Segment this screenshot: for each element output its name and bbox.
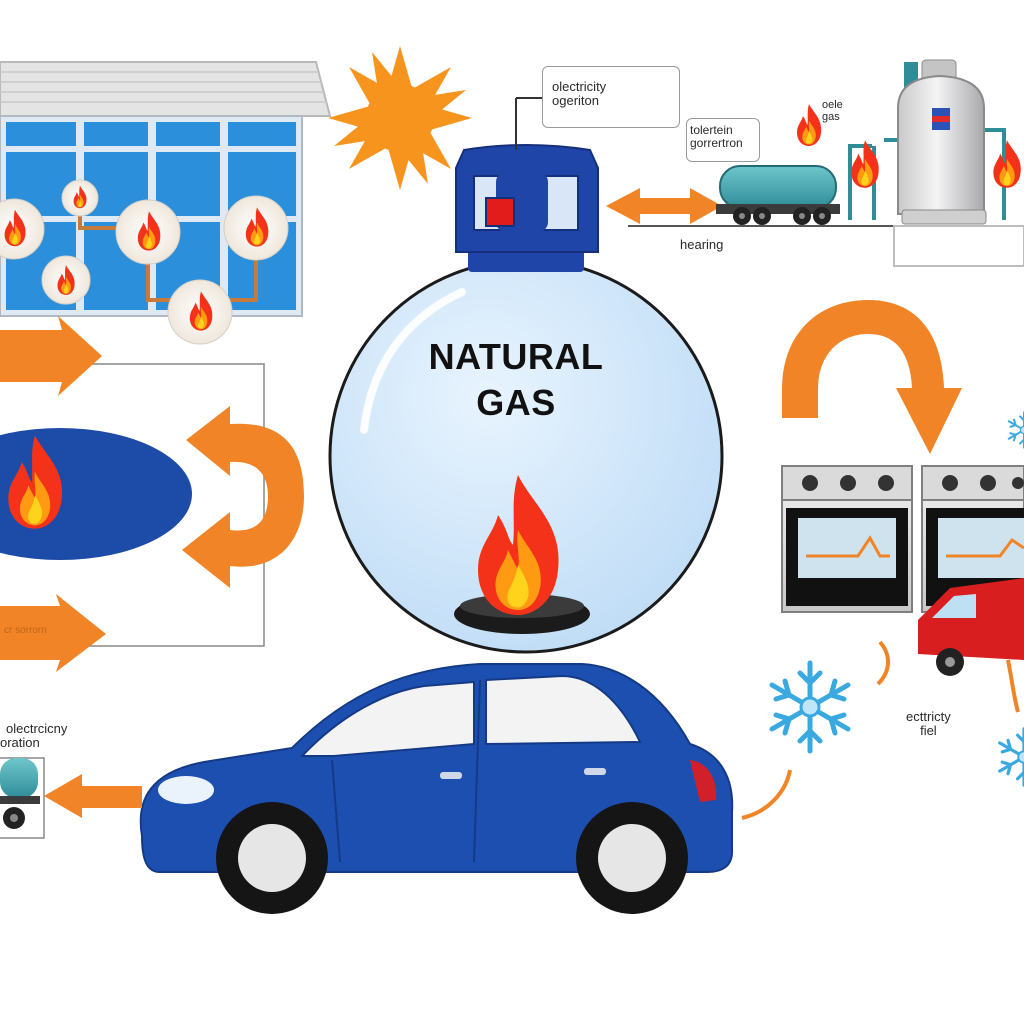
label-right-bottom-line1: ecttricty bbox=[906, 709, 951, 724]
arrow-to-tanker bbox=[44, 774, 142, 818]
u-turn-arrow-right bbox=[782, 300, 962, 454]
label-heating: hearing bbox=[680, 237, 724, 252]
top-right-flame-1 bbox=[797, 104, 822, 146]
title-line-1: NATURAL bbox=[428, 336, 604, 377]
top-right-flame-3 bbox=[993, 140, 1021, 188]
left-flow-frame bbox=[80, 363, 265, 647]
label-flame-note-line1: oele bbox=[822, 99, 843, 111]
label-right-callout: tolertein gorrertron bbox=[690, 124, 743, 149]
label-top-callout-line1: olectricity bbox=[552, 79, 607, 94]
label-bottom-left-line2: oration bbox=[0, 734, 40, 750]
natural-gas-tank bbox=[328, 144, 724, 654]
label-flame-note: oele gas bbox=[822, 99, 843, 123]
small-tanker-icon bbox=[0, 758, 40, 829]
left-arrow-top bbox=[0, 316, 102, 396]
label-right-callout-line1: tolertein bbox=[690, 123, 733, 137]
label-right-bottom: ecttricty fiel bbox=[906, 710, 951, 737]
label-right-bottom-line2: fiel bbox=[920, 722, 937, 738]
oven-icon-1 bbox=[781, 465, 913, 613]
callout-electricity-top bbox=[542, 66, 680, 128]
building-roof bbox=[0, 61, 332, 117]
snowflake-icon-1 bbox=[772, 663, 848, 751]
curve-arrow-van bbox=[876, 640, 890, 686]
sun-icon bbox=[328, 46, 472, 190]
title-line-2: GAS bbox=[476, 382, 556, 423]
tanker-truck-icon bbox=[716, 165, 840, 225]
label-top-callout-line2: ogeriton bbox=[552, 92, 599, 108]
red-van-icon bbox=[918, 578, 1024, 676]
label-top-callout: olectricity ogeriton bbox=[552, 80, 606, 107]
label-flame-note-line2: gas bbox=[822, 110, 840, 123]
snowflake-icon-2 bbox=[997, 727, 1024, 787]
blue-car-icon bbox=[139, 663, 734, 914]
callout-generation-right bbox=[686, 118, 760, 162]
natural-gas-title: NATURAL GAS bbox=[406, 336, 626, 424]
curve-arrow-car bbox=[741, 769, 792, 820]
snowflake-icon-3 bbox=[1007, 411, 1024, 449]
label-left-arrow: cr sorrorn bbox=[4, 625, 47, 636]
label-bottom-left-line1: olectrcicny bbox=[6, 721, 68, 736]
building-with-burners bbox=[0, 61, 332, 345]
label-right-callout-line2: gorrertron bbox=[690, 135, 743, 150]
label-bottom-left: olectrcicny oration bbox=[0, 722, 67, 749]
double-arrow-truck bbox=[606, 188, 722, 224]
left-arrow-bottom bbox=[0, 594, 106, 672]
u-turn-arrow-left bbox=[182, 406, 304, 588]
silver-gas-cylinder-icon bbox=[893, 59, 1024, 267]
